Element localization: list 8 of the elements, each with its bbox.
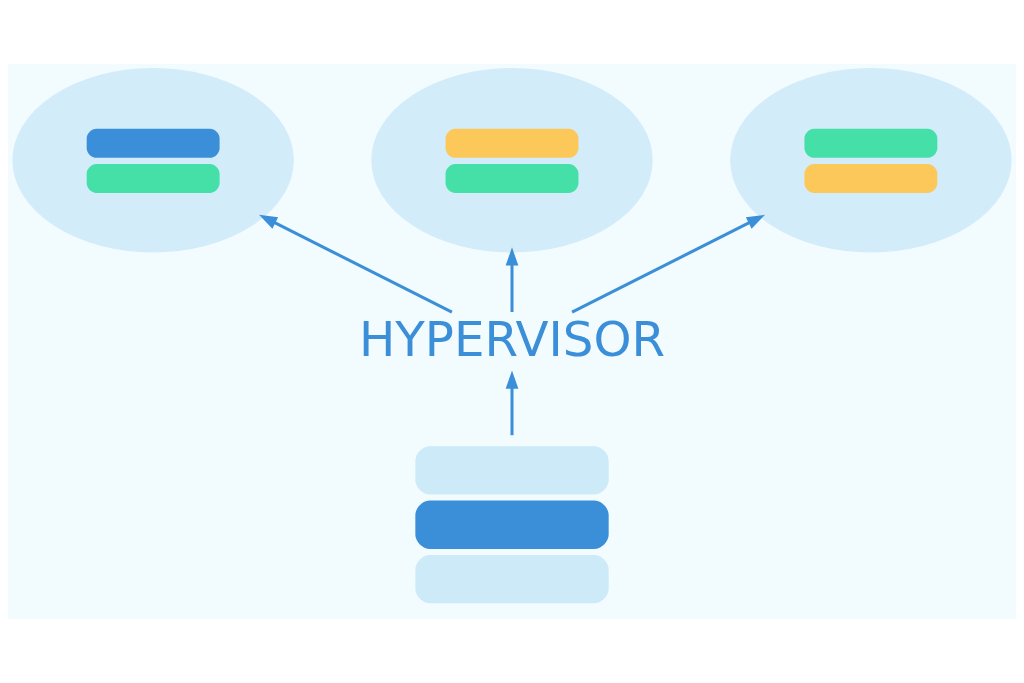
arrow (571, 214, 765, 314)
arrow (505, 370, 519, 436)
node-cloud (12, 68, 294, 253)
arrow (259, 214, 453, 314)
node-text: HYPERVISOR (358, 310, 666, 367)
arrow (505, 247, 519, 313)
node-cloud (371, 68, 653, 253)
node-cloud (730, 68, 1012, 253)
